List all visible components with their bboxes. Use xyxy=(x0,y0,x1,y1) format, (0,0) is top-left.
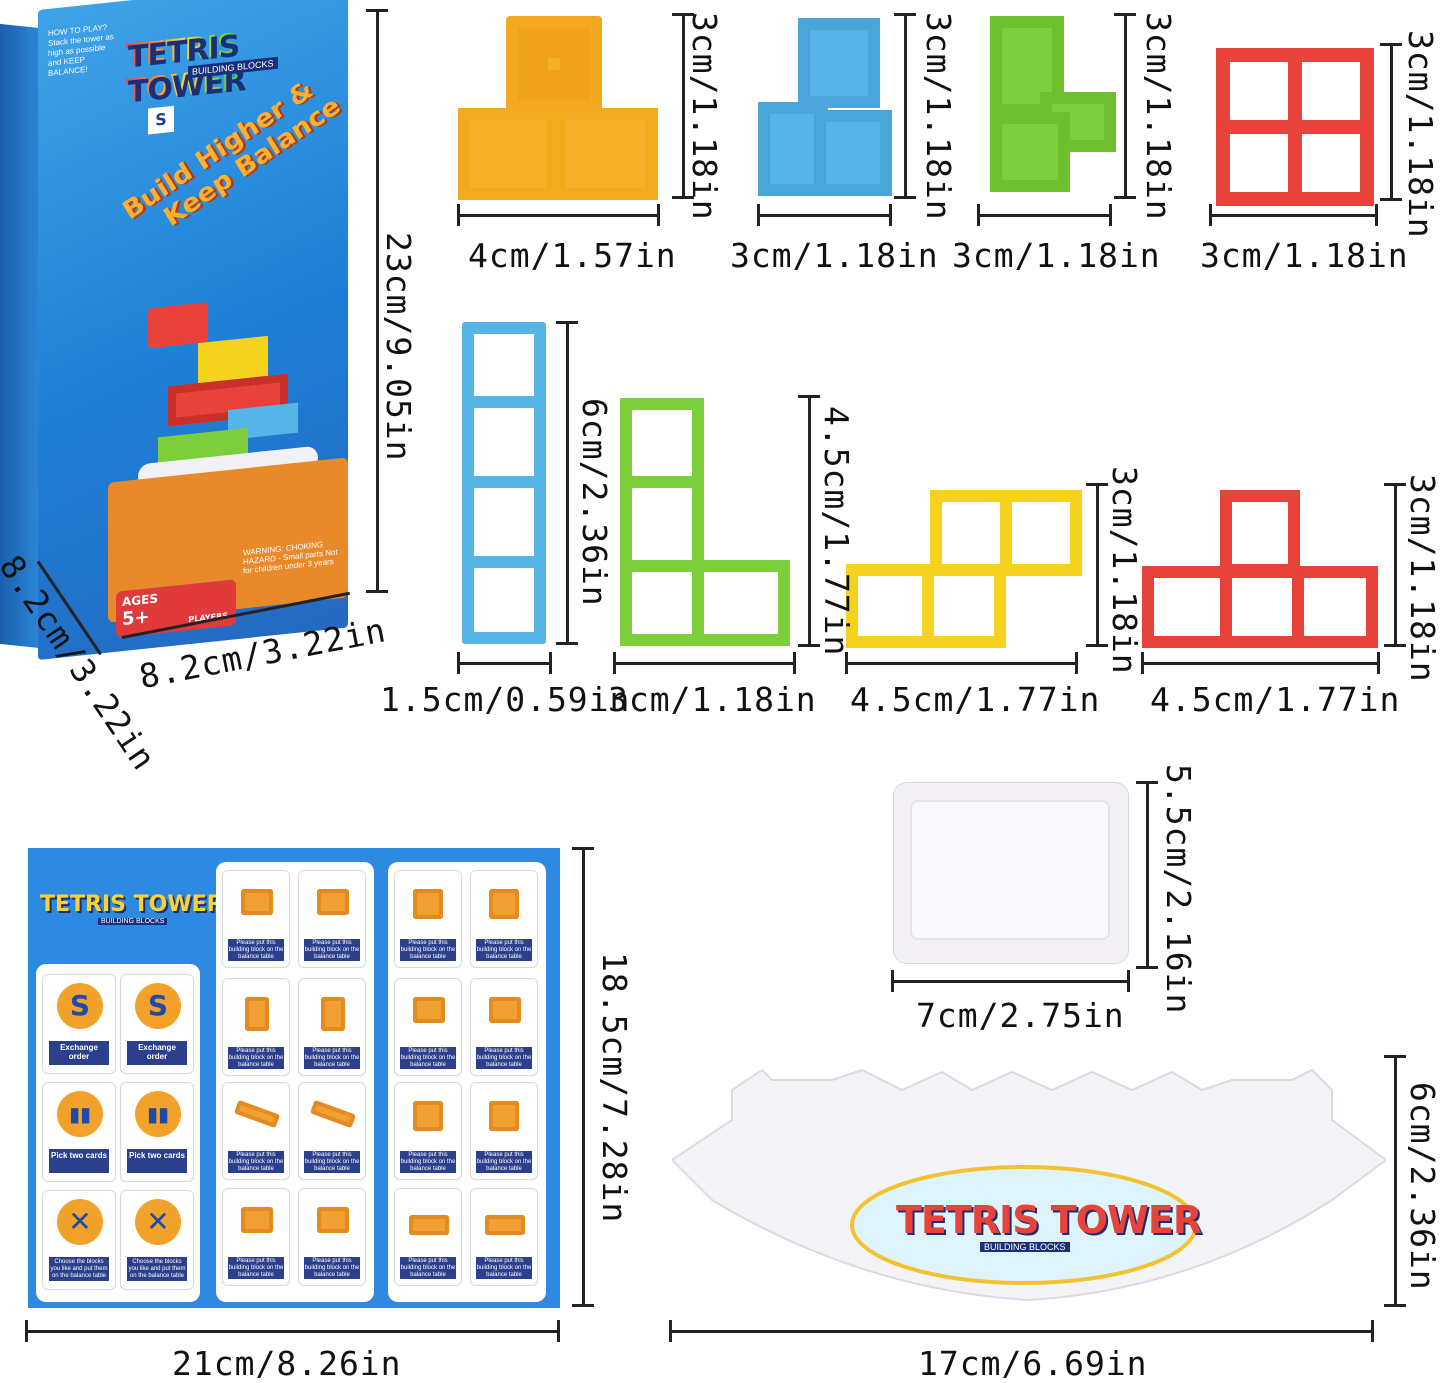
block-tile: Please put this building block on the ba… xyxy=(298,1188,366,1286)
green-l-piece xyxy=(620,398,790,646)
green-l-width-dim-2: 3cm/1.18in xyxy=(608,680,817,719)
box-height-dim: 23cm/9.05in xyxy=(379,232,418,462)
box-tower-illustration xyxy=(128,270,328,491)
orange-t-height-dim: 3cm/1.18in xyxy=(685,12,724,221)
product-box: TETRIS TOWER BUILDING BLOCKS HOW TO PLAY… xyxy=(38,0,348,661)
action-tile: S Exchange order xyxy=(120,974,194,1074)
block-tile: Please put this building block on the ba… xyxy=(394,1082,462,1180)
red-t-height-dim: 3cm/1.18in xyxy=(1403,474,1442,683)
orange-t-width-dim: 4cm/1.57in xyxy=(468,236,677,275)
base-height-dim: 5.5cm/2.16in xyxy=(1159,764,1198,1015)
blue-l-width-dim: 3cm/1.18in xyxy=(730,236,939,275)
green-l-height-dim: 3cm/1.18in xyxy=(1139,12,1178,221)
red-t-width-dim: 4.5cm/1.77in xyxy=(1150,680,1401,719)
card-action-panel: S Exchange order S Exchange order ▮▮ Pic… xyxy=(36,964,200,1302)
beam-width-dim: 17cm/6.69in xyxy=(918,1344,1148,1383)
blue-l-corner-piece xyxy=(758,18,892,196)
box-height-line xyxy=(376,10,379,592)
action-tile: S Exchange order xyxy=(42,974,116,1074)
beam-height-dim: 6cm/2.36in xyxy=(1403,1082,1442,1291)
base-width-dim: 7cm/2.75in xyxy=(916,996,1125,1035)
block-tile: Please put this building block on the ba… xyxy=(298,978,366,1076)
blue-i-piece xyxy=(462,322,546,644)
card-blocks-panel-1: Please put this building block on the ba… xyxy=(216,862,374,1302)
card-blocks-panel-2: Please put this building block on the ba… xyxy=(388,862,546,1302)
action-tile: ▮▮ Pick two cards xyxy=(120,1082,194,1182)
block-tile: Please put this building block on the ba… xyxy=(394,978,462,1076)
card-brand-logo: TETRIS TOWER xyxy=(40,892,224,917)
green-l-height-dim-2: 4.5cm/1.77in xyxy=(817,406,856,657)
block-tile: Please put this building block on the ba… xyxy=(298,870,366,968)
card-brand-sub: BUILDING BLOCKS xyxy=(98,918,168,925)
box-how-to-play: HOW TO PLAY? Stack the tower as high as … xyxy=(48,22,114,78)
action-tile: ✕ Choose the blocks you like and put the… xyxy=(42,1190,116,1290)
blue-l-height-dim: 3cm/1.18in xyxy=(919,12,958,221)
block-tile: Please put this building block on the ba… xyxy=(470,978,538,1076)
action-tile: ▮▮ Pick two cards xyxy=(42,1082,116,1182)
block-tile: Please put this building block on the ba… xyxy=(222,870,290,968)
yellow-s-width-dim: 4.5cm/1.77in xyxy=(850,680,1101,719)
beam-brand-sub: BUILDING BLOCKS xyxy=(980,1242,1070,1252)
yellow-s-height-dim: 3cm/1.18in xyxy=(1105,466,1144,675)
balance-base-recess xyxy=(910,800,1110,940)
balance-beam xyxy=(672,1068,1386,1302)
block-tile: Please put this building block on the ba… xyxy=(394,1188,462,1286)
blue-i-width-dim: 1.5cm/0.59in xyxy=(380,680,631,719)
red-square-width-dim: 3cm/1.18in xyxy=(1200,236,1409,275)
block-tile: Please put this building block on the ba… xyxy=(470,1082,538,1180)
block-tile: Please put this building block on the ba… xyxy=(298,1082,366,1180)
block-tile: Please put this building block on the ba… xyxy=(222,1082,290,1180)
red-square-height-dim: 3cm/1.18in xyxy=(1401,30,1440,239)
card-width-dim: 21cm/8.26in xyxy=(172,1344,402,1383)
instruction-card: TETRIS TOWER BUILDING BLOCKS S Exchange … xyxy=(28,848,560,1308)
green-l-width-dim: 3cm/1.18in xyxy=(952,236,1161,275)
yellow-s-piece xyxy=(846,490,1082,648)
red-t-piece xyxy=(1142,490,1378,648)
orange-t-corner-piece xyxy=(458,16,658,200)
block-tile: Please put this building block on the ba… xyxy=(394,870,462,968)
box-maker-logo: S xyxy=(148,105,174,135)
action-tile: ✕ Choose the blocks you like and put the… xyxy=(120,1190,194,1290)
beam-brand-logo: TETRIS TOWER xyxy=(896,1198,1202,1242)
block-tile: Please put this building block on the ba… xyxy=(222,978,290,1076)
block-tile: Please put this building block on the ba… xyxy=(470,870,538,968)
red-square-piece xyxy=(1216,48,1374,206)
block-tile: Please put this building block on the ba… xyxy=(222,1188,290,1286)
blue-i-height-dim: 6cm/2.36in xyxy=(575,398,614,607)
block-tile: Please put this building block on the ba… xyxy=(470,1188,538,1286)
card-height-dim: 18.5cm/7.28in xyxy=(595,952,634,1224)
green-l-corner-piece xyxy=(990,16,1116,192)
